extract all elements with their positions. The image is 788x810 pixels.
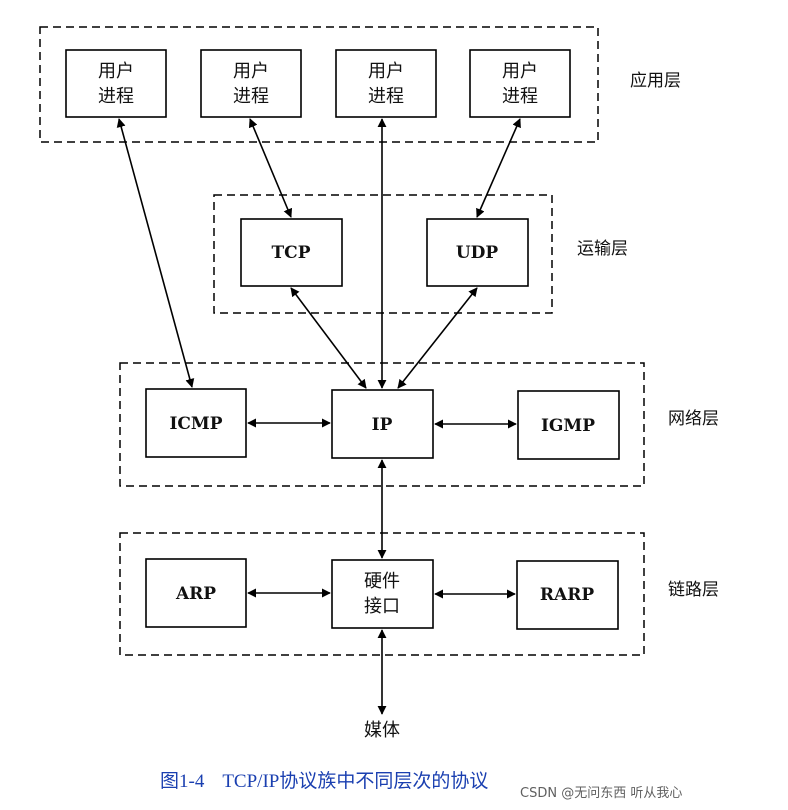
svg-text:TCP: TCP [272, 243, 311, 263]
svg-text:进程: 进程 [233, 86, 269, 107]
udp-box: UDP [426, 218, 529, 287]
igmp-box: IGMP [517, 390, 620, 460]
hardware-interface-box: 硬件 接口 [331, 559, 434, 629]
link-layer-label: 链路层 [668, 580, 719, 600]
svg-text:IP: IP [372, 415, 393, 435]
svg-text:进程: 进程 [368, 86, 404, 107]
transport-layer-label: 运输层 [577, 239, 628, 259]
svg-text:UDP: UDP [456, 243, 499, 263]
application-layer-label: 应用层 [630, 71, 681, 91]
figure-title: TCP/IP协议族中不同层次的协议 [222, 771, 489, 792]
arrow-process1-icmp [116, 118, 195, 388]
svg-text:ARP: ARP [175, 584, 216, 604]
svg-text:用户: 用户 [502, 61, 538, 82]
user-process-1: 用户 进程 [65, 49, 167, 118]
svg-text:进程: 进程 [502, 86, 538, 107]
svg-text:ICMP: ICMP [169, 414, 222, 434]
figure-number: 图1-4 [160, 771, 205, 792]
ip-box: IP [331, 389, 434, 459]
figure-caption: 图1-4 TCP/IP协议族中不同层次的协议 [160, 766, 488, 793]
tcp-box: TCP [240, 218, 343, 287]
user-process-3: 用户 进程 [335, 49, 437, 118]
svg-text:接口: 接口 [364, 596, 400, 617]
media-label: 媒体 [364, 720, 400, 741]
arrow-process2-tcp [248, 118, 293, 218]
arrow-udp-ip [397, 287, 478, 389]
arp-box: ARP [145, 558, 247, 628]
user-process-2: 用户 进程 [200, 49, 302, 118]
network-layer-label: 网络层 [668, 409, 719, 429]
svg-text:RARP: RARP [540, 585, 594, 605]
rarp-box: RARP [516, 560, 619, 630]
svg-text:用户: 用户 [98, 61, 134, 82]
svg-text:IGMP: IGMP [541, 416, 595, 436]
user-process-4: 用户 进程 [469, 49, 571, 118]
arrow-process4-udp [476, 118, 521, 218]
icmp-box: ICMP [145, 388, 247, 458]
svg-text:用户: 用户 [233, 61, 269, 82]
watermark: CSDN @无问东西 听从我心 [520, 786, 683, 801]
svg-text:用户: 用户 [368, 61, 404, 82]
svg-text:进程: 进程 [98, 86, 134, 107]
application-layer-frame [39, 26, 599, 143]
svg-text:硬件: 硬件 [364, 571, 400, 592]
arrow-tcp-ip [290, 287, 367, 389]
